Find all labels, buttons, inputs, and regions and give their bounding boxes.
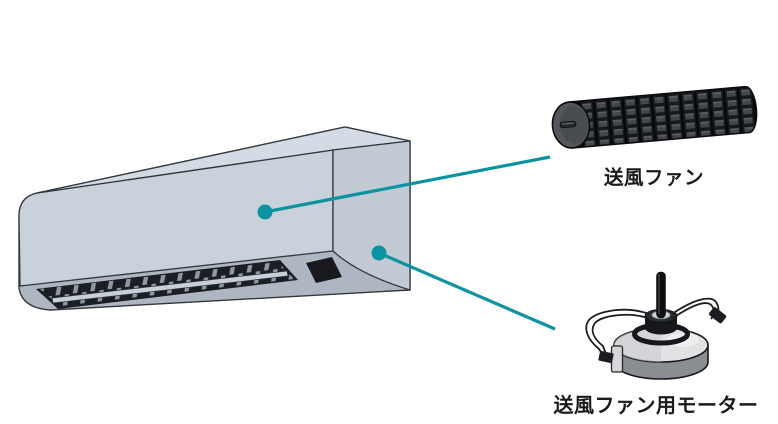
ac-side-panel — [332, 140, 411, 291]
fan-cylinder-body — [568, 85, 758, 149]
motor-wire-left-2 — [591, 313, 649, 355]
motor-connector-right — [709, 307, 727, 324]
motor-shaft-highlight — [658, 274, 660, 314]
motor-connector-left — [598, 350, 614, 364]
motor-wire-right-2 — [672, 302, 715, 320]
callout-dot-motor — [371, 245, 387, 261]
air-outlet-vane — [51, 270, 289, 304]
callouts — [257, 155, 556, 331]
callout-line-motor — [378, 251, 556, 331]
motor-shaft — [656, 271, 666, 319]
motor-label: 送風ファン用モーター — [554, 393, 759, 417]
crossflow-fan-illustration — [551, 85, 758, 149]
callout-line-fan — [264, 155, 551, 214]
ac-corner-vent — [306, 257, 342, 283]
fan-axle-stub-highlight — [561, 122, 574, 125]
air-conditioner-illustration — [18, 126, 411, 311]
callout-dot-fan — [257, 204, 273, 220]
motor-top-shade — [614, 328, 661, 362]
fan-motor-illustration — [585, 271, 727, 380]
motor-bracket — [610, 345, 624, 373]
motor-wire-left-1 — [585, 308, 650, 356]
fan-label: 送風ファン — [604, 166, 704, 189]
